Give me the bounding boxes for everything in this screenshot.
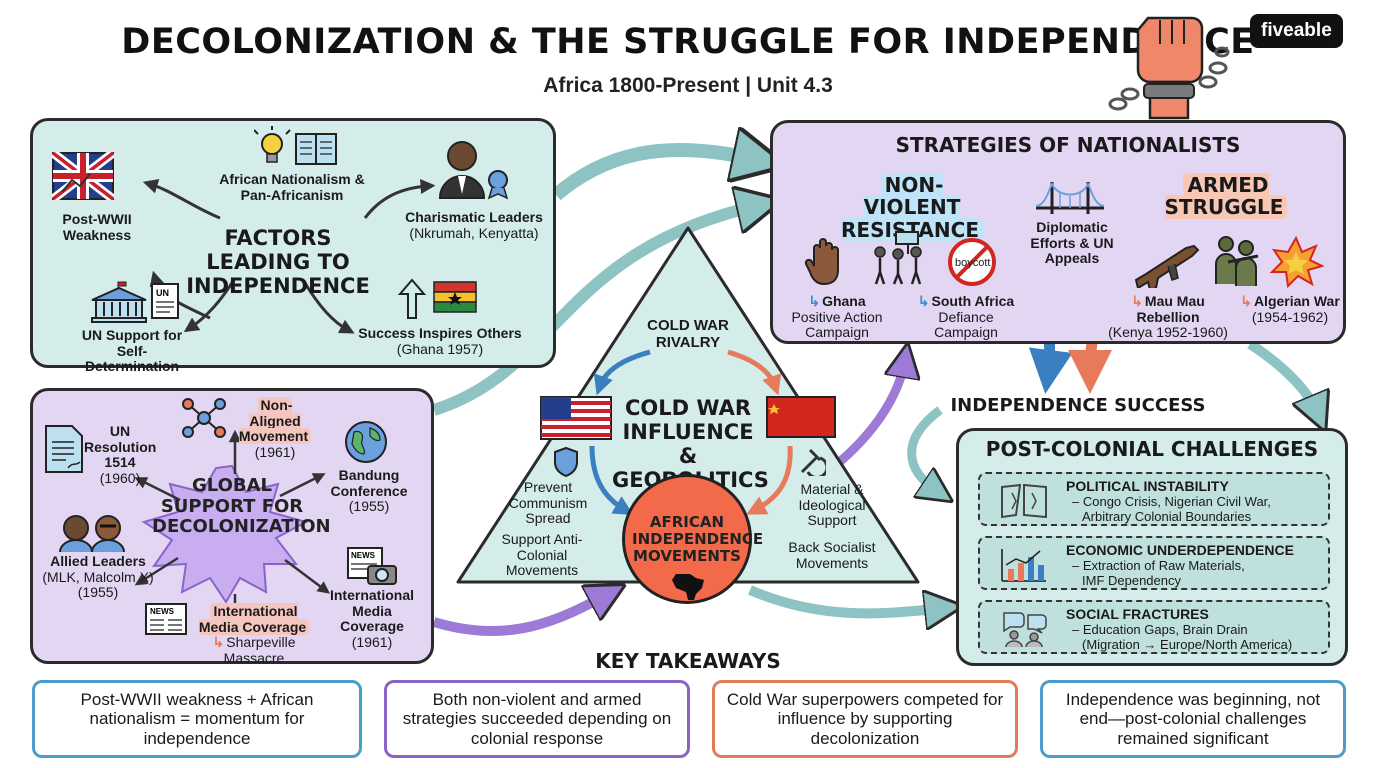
key-takeaways-title: KEY TAKEAWAYS [595,649,781,673]
diplomatic-efforts: Diplomatic Efforts & UN Appeals [1030,219,1114,267]
political-title: POLITICAL INSTABILITY [1066,478,1229,494]
people-chat-icon [1003,612,1047,647]
leader-icon [438,141,509,200]
broken-map-icon [1001,483,1047,519]
mau-mau-detail: (Kenya 1952-1960) [1108,324,1228,341]
soldiers-icon [1215,236,1259,286]
un-resolution-label: UN Resolution 1514 [84,423,157,471]
south-africa-detail: Defiance Campaign [934,308,998,341]
ghana-label: Ghana [822,293,866,309]
page-title: DECOLONIZATION & THE STRUGGLE FOR INDEPE… [121,22,1255,62]
ghana-detail: Positive Action Campaign [791,308,883,341]
factor-leaders-detail: (Nkrumah, Kenyatta) [409,224,539,241]
allied-leaders-detail: (MLK, Malcolm X) [42,568,154,585]
cold-war-center: COLD WAR INFLUENCE & GEOPOLITICS [612,396,769,492]
global-center-label: GLOBAL SUPPORT FOR DECOLONIZATION [152,475,331,538]
factor-post-wwii: Post-WWII Weakness [62,211,132,243]
factors-center-label: FACTORS LEADING TO INDEPENDENCE [186,226,370,299]
takeaway-4: Independence was beginning, not end—post… [1040,680,1346,758]
algeria-label: Algerian War [1253,293,1340,309]
challenge-economic: ECONOMIC UNDERDEPENDENCE – Extraction of… [978,536,1330,590]
takeaway-1: Post-WWII weakness + African nationalism… [32,680,362,758]
hammer-sickle-icon [800,448,826,476]
media-right-label: International Media Coverage [329,587,414,635]
globe-icon [345,421,387,463]
prevent-communism: Prevent Communism Spread [508,479,588,527]
newspaper-icon: NEWS [145,603,187,635]
social-line1: – Education Gaps, Brain Drain [1072,622,1248,637]
political-line2: Arbitrary Colonial Boundaries [1082,508,1252,524]
factors-arrows [142,178,436,334]
media-left-label: International Media Coverage [198,603,310,635]
allied-leaders-label: Allied Leaders [50,553,146,569]
bridge-icon [1035,182,1105,214]
resolution-document-icon [45,425,83,473]
explosion-icon [1269,236,1324,288]
african-independence-label: AFRICAN INDEPENDENCE MOVEMENTS [632,513,764,565]
factor-un-support: UN Support for Self-Determination [81,327,183,375]
challenge-social: SOCIAL FRACTURES – Education Gaps, Brain… [978,600,1330,654]
ussr-flag-icon [766,396,836,438]
global-burst [134,429,330,623]
support-anti-colonial: Support Anti-Colonial Movements [501,531,583,579]
cold-war-rivalry: COLD WAR RIVALRY [647,317,729,351]
social-title: SOCIAL FRACTURES [1066,606,1209,622]
media-left-detail: Sharpeville Massacre [223,634,296,667]
media-right-year: (1961) [351,634,393,651]
back-socialist: Back Socialist Movements [788,539,876,571]
takeaway-3: Cold War superpowers competed for influe… [712,680,1018,758]
news-camera-icon: NEWS [347,547,397,585]
algeria-detail: (1954-1962) [1251,308,1329,325]
news-text-right: NEWS [351,551,376,560]
shield-icon [554,446,578,478]
economic-title: ECONOMIC UNDERDEPENDENCE [1066,542,1294,558]
lightbulb-book-icon [254,126,337,165]
protesters-icon [874,231,922,285]
un-doc-text: UN [156,288,169,298]
un-building-document-icon: UN [91,281,179,323]
bandung-label: Bandung Conference [330,467,408,499]
fiveable-logo[interactable]: fiveable [1250,14,1343,48]
political-line1: – Congo Crisis, Nigerian Civil War, [1072,494,1271,509]
raised-fist-broken-chain-icon [1108,16,1230,120]
independence-success: INDEPENDENCE SUCCESS [950,395,1206,416]
news-text-left: NEWS [150,607,175,616]
allied-leaders-icon [59,515,125,552]
economic-line1: – Extraction of Raw Materials, [1072,558,1245,573]
challenge-political: POLITICAL INSTABILITY – Congo Crisis, Ni… [978,472,1330,526]
boycott-text: boycott [955,257,990,269]
social-line2: (Migration → Europe/North America) [1082,636,1293,652]
material-support: Material & Ideological Support [798,481,866,529]
armed-struggle-label: ARMED STRUGGLE [1164,173,1288,220]
bandung-year: (1955) [348,498,390,515]
post-colonial-title: POST-COLONIAL CHALLENGES [985,437,1319,461]
boycott-icon: boycott [948,238,996,286]
us-flag-icon [540,396,612,440]
page-subtitle: Africa 1800-Present | Unit 4.3 [543,74,833,97]
rifle-icon [1134,244,1200,288]
factor-success-detail: (Ghana 1957) [396,340,484,357]
mau-mau-label: Mau Mau Rebellion [1136,293,1205,325]
allied-leaders-year: (1955) [77,584,119,601]
non-aligned-label: Non-Aligned Movement [238,397,312,445]
network-icon [182,398,226,438]
africa-map-icon [672,574,704,600]
economic-line2: IMF Dependency [1082,572,1181,588]
raised-hand-icon [804,238,839,286]
non-aligned-year: (1961) [254,444,296,461]
factor-leaders-label: Charismatic Leaders [405,209,543,225]
strategies-title: STRATEGIES OF NATIONALISTS [895,133,1241,157]
ghana-flag-up-arrow-icon [397,278,477,319]
factor-success-label: Success Inspires Others [358,325,522,341]
factor-nationalism: African Nationalism & Pan-Africanism [219,171,365,203]
bar-chart-icon [1001,549,1046,582]
un-resolution-year: (1960) [99,470,141,487]
uk-flag-icon [52,152,114,200]
takeaway-2: Both non-violent and armed strategies su… [384,680,690,758]
south-africa-label: South Africa [931,293,1015,309]
